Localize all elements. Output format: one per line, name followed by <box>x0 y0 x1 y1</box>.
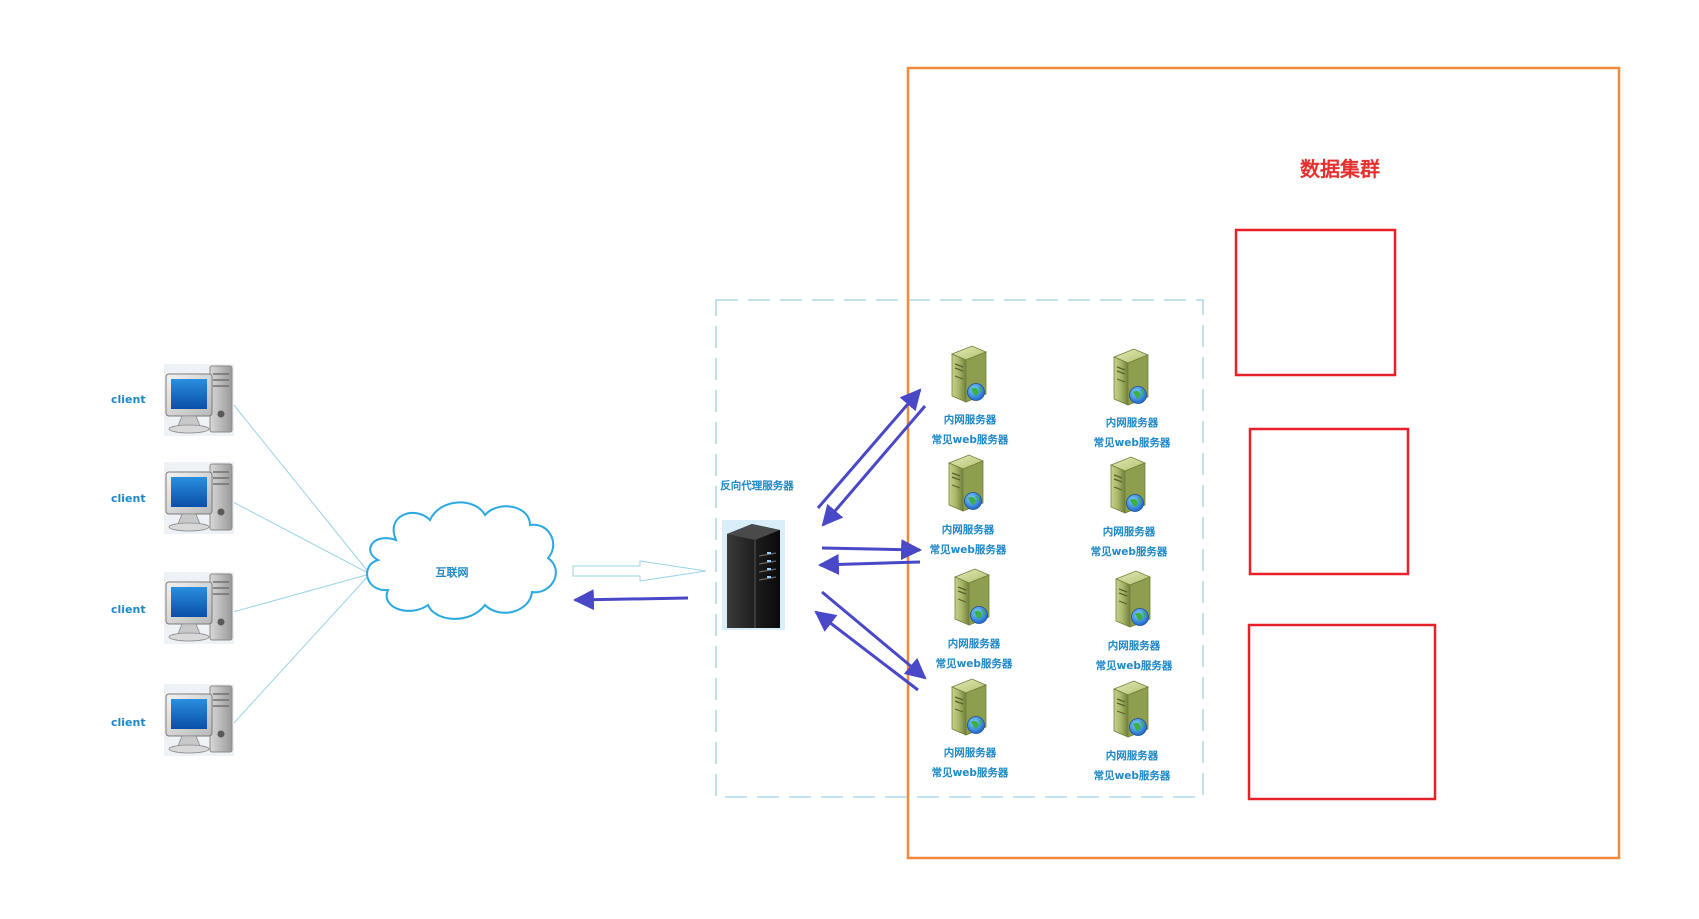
server-label-line1: 内网服务器 <box>948 637 1001 650</box>
web-servers: 内网服务器 常见web服务器 内网服务器 常见web服务器 内网服务器 常见we… <box>930 345 1173 782</box>
web-server-node: 内网服务器 常见web服务器 <box>1094 348 1171 449</box>
web-server-icon <box>951 345 987 403</box>
internet-label: 互联网 <box>436 565 469 579</box>
web-server-node: 内网服务器 常见web服务器 <box>932 345 1009 446</box>
client-labels: client client client client <box>111 393 146 729</box>
server-label-line1: 内网服务器 <box>942 523 995 536</box>
data-boxes <box>1234 228 1437 801</box>
server-label-line1: 内网服务器 <box>944 413 997 426</box>
web-server-icon <box>948 454 984 512</box>
client-computer-icon <box>163 363 235 437</box>
web-server-icon <box>1113 348 1149 406</box>
server-label-line1: 内网服务器 <box>1106 416 1159 429</box>
web-server-icon <box>1110 456 1146 514</box>
server-label-line1: 内网服务器 <box>1106 749 1159 762</box>
client-label: client <box>111 603 146 616</box>
server-label-line2: 常见web服务器 <box>1094 436 1171 449</box>
client-label: client <box>111 492 146 505</box>
server-label-line2: 常见web服务器 <box>1096 659 1173 672</box>
cloud-icon <box>366 501 557 620</box>
web-server-node: 内网服务器 常见web服务器 <box>932 678 1009 779</box>
proxy-server-arrows <box>814 388 927 692</box>
client-label: client <box>111 393 146 406</box>
client-links <box>232 403 371 725</box>
web-server-icon <box>951 678 987 736</box>
web-server-node: 内网服务器 常见web服务器 <box>1096 570 1173 672</box>
server-label-line1: 内网服务器 <box>1103 525 1156 538</box>
web-server-group <box>715 299 1204 798</box>
server-label-line1: 内网服务器 <box>944 746 997 759</box>
server-label-line2: 常见web服务器 <box>932 433 1009 446</box>
server-label-line2: 常见web服务器 <box>1091 545 1168 558</box>
client-computer-icon <box>163 683 235 757</box>
data-box <box>1234 228 1397 377</box>
client-computer-icon <box>163 571 235 645</box>
cluster-title: 数据集群 <box>1300 157 1380 181</box>
client-label: client <box>111 716 146 729</box>
reverse-proxy: 反向代理服务器 <box>720 479 794 630</box>
data-box <box>1248 427 1410 576</box>
internet-cloud: 互联网 <box>366 501 557 620</box>
web-server-node: 内网服务器 常见web服务器 <box>1094 680 1171 782</box>
proxy-label: 反向代理服务器 <box>720 479 794 492</box>
internet-proxy-arrows <box>572 560 707 611</box>
server-label-line1: 内网服务器 <box>1108 639 1161 652</box>
web-server-icon <box>1113 680 1149 738</box>
web-server-node: 内网服务器 常见web服务器 <box>1091 456 1168 558</box>
server-label-line2: 常见web服务器 <box>930 543 1007 556</box>
web-server-icon <box>954 568 990 626</box>
web-server-icon <box>1115 570 1151 628</box>
web-server-node: 内网服务器 常见web服务器 <box>930 454 1007 556</box>
client-computer-icon <box>163 461 235 535</box>
data-cluster <box>906 66 1621 860</box>
server-label-line2: 常见web服务器 <box>932 766 1009 779</box>
data-box <box>1247 623 1437 801</box>
server-rack-icon <box>722 520 785 630</box>
web-server-node: 内网服务器 常见web服务器 <box>936 568 1013 670</box>
client-group <box>163 363 235 757</box>
server-label-line2: 常见web服务器 <box>1094 769 1171 782</box>
server-label-line2: 常见web服务器 <box>936 657 1013 670</box>
